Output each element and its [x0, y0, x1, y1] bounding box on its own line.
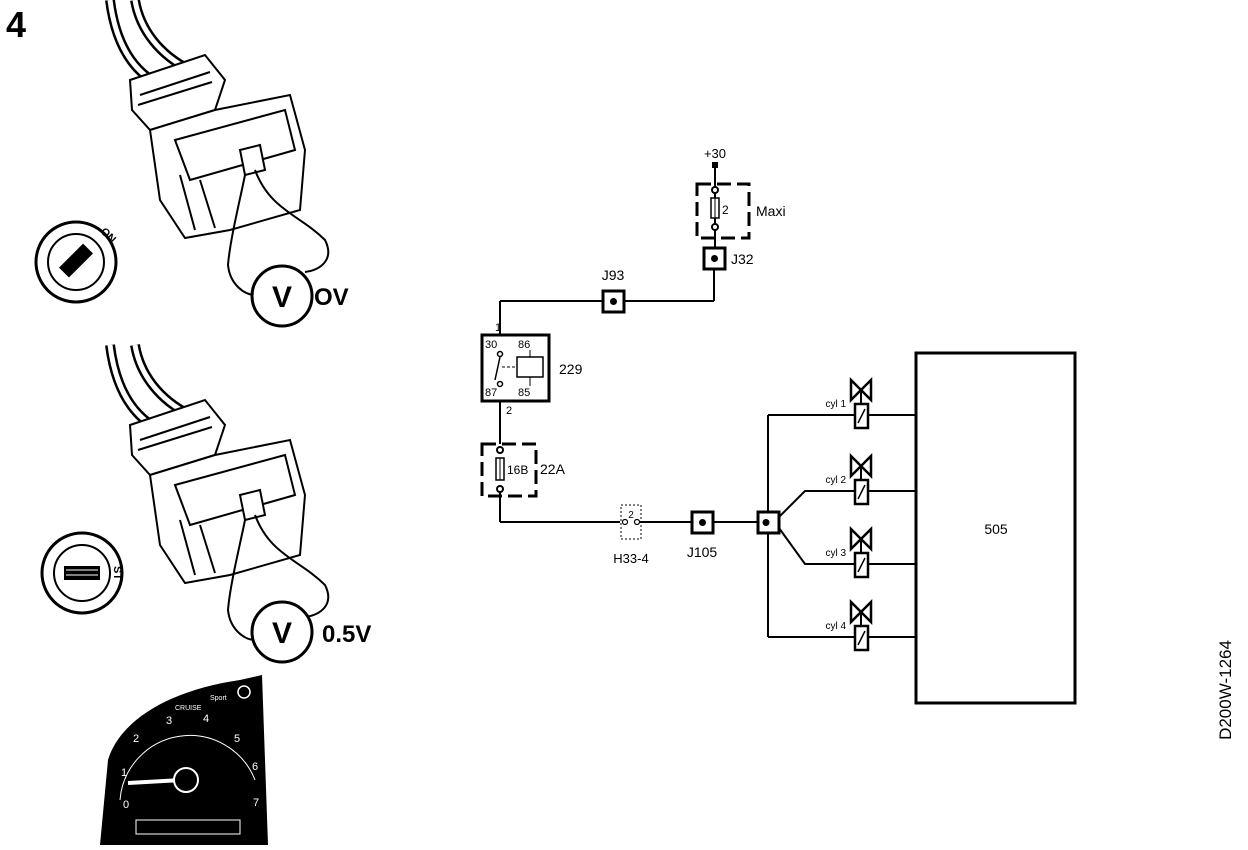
- fuse-16b-label: 16B: [507, 463, 528, 477]
- supply-label: +30: [704, 146, 726, 161]
- ignition-switch-on-icon: ON: [34, 220, 118, 304]
- tachometer-cluster: 0 1 2 3 4 5 6 7 Sport CRUISE: [100, 675, 268, 845]
- svg-text:87: 87: [485, 387, 497, 399]
- supply-terminal: [712, 162, 718, 168]
- tacho-scale-label: 5: [234, 733, 240, 745]
- svg-text:CRUISE: CRUISE: [175, 705, 202, 712]
- tacho-scale-label: 2: [133, 733, 139, 745]
- injector-connector-illustration-bottom: [105, 344, 330, 641]
- svg-text:30: 30: [485, 339, 497, 351]
- reading-on-value: OV: [314, 284, 349, 311]
- svg-text:Sport: Sport: [210, 695, 227, 702]
- maxi-fuse-box: [695, 182, 751, 240]
- injector-label: cyl 4: [825, 621, 846, 632]
- voltmeter-top: V OV: [250, 264, 349, 328]
- maxi-label: Maxi: [756, 203, 786, 219]
- fuse-22a-label: 22A: [540, 461, 566, 477]
- fuse-2-number: 2: [722, 203, 729, 217]
- tacho-scale-label: 1: [121, 767, 127, 779]
- wire-1-label: 1: [495, 322, 501, 334]
- injector-label: cyl 1: [825, 399, 846, 410]
- ecu-505: [914, 351, 1077, 705]
- voltmeter-bottom: V 0.5V: [250, 600, 371, 664]
- voltmeter-symbol-top: V: [272, 281, 292, 314]
- relay-229-label: 229: [559, 361, 583, 377]
- injector-1: cyl 117: [825, 376, 942, 430]
- voltmeter-symbol-bottom: V: [272, 617, 292, 650]
- tacho-scale-label: 7: [253, 797, 259, 809]
- j93-label: J93: [602, 267, 625, 283]
- step-number: 4: [6, 4, 27, 45]
- h33-4-label: H33-4: [613, 551, 648, 566]
- injector-label: cyl 2: [825, 475, 846, 486]
- ecu-505-label: 505: [984, 521, 1008, 537]
- tacho-scale-label: 3: [166, 715, 172, 727]
- wiring-schematic: +30 2 Maxi J32 J93 1 30 86 87 85: [480, 146, 1077, 705]
- tacho-scale-label: 6: [252, 761, 258, 773]
- wire-2-label: 2: [506, 405, 512, 417]
- ignition-start-label: ST: [111, 566, 123, 580]
- svg-text:2: 2: [628, 510, 634, 521]
- svg-text:85: 85: [518, 387, 530, 399]
- injector-4: cyl 435: [825, 598, 942, 652]
- fuse-16b-box: [480, 442, 538, 498]
- tacho-scale-label: 4: [203, 713, 209, 725]
- reading-start-value: 0.5V: [322, 621, 371, 648]
- injector-label: cyl 3: [825, 548, 846, 559]
- ignition-switch-start-icon: ST: [40, 531, 124, 615]
- j105-label: J105: [687, 544, 718, 560]
- j32-label: J32: [731, 251, 754, 267]
- injector-connector-illustration-top: [105, 0, 330, 296]
- tacho-scale-label: 0: [123, 799, 129, 811]
- svg-text:86: 86: [518, 339, 530, 351]
